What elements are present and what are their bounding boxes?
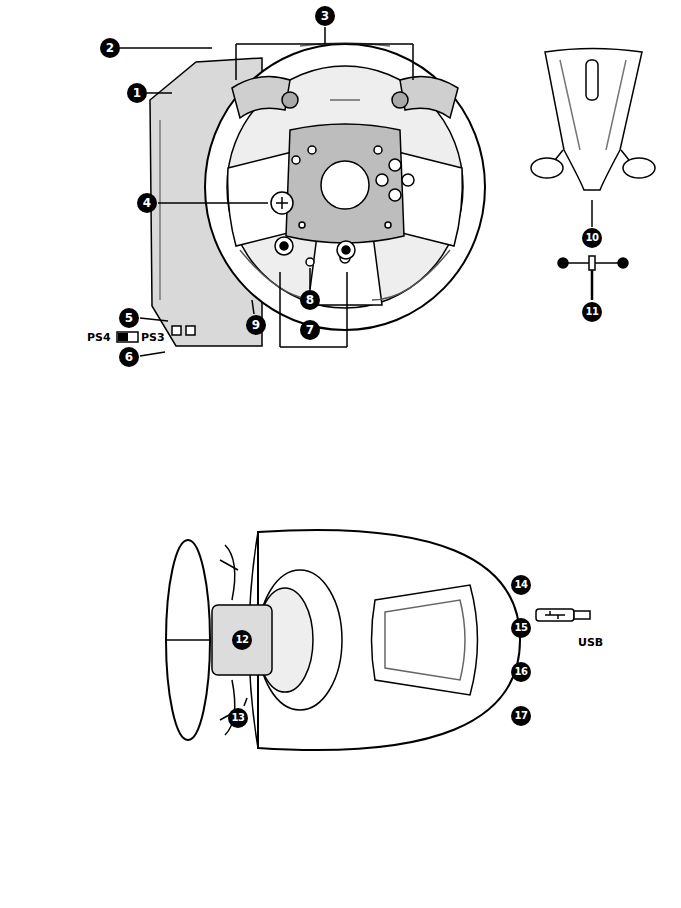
- port-label: PS3: [140, 331, 166, 344]
- port-label: PS4: [86, 331, 112, 344]
- callout-number: 6: [119, 347, 139, 367]
- callout-number: 1: [127, 83, 147, 103]
- callout-number: 13: [228, 708, 248, 728]
- callout-number: 12: [232, 630, 252, 650]
- callout-number: 9: [246, 315, 266, 335]
- callout-number: 17: [511, 706, 531, 726]
- callout-number: 2: [100, 38, 120, 58]
- callout-number: 14: [511, 575, 531, 595]
- callout-number: 3: [315, 6, 335, 26]
- port-label: USB: [577, 636, 604, 649]
- callout-number: 7: [300, 320, 320, 340]
- callout-number: 8: [300, 290, 320, 310]
- callout-number: 11: [582, 302, 602, 322]
- callout-number: 5: [119, 308, 139, 328]
- callout-number: 4: [137, 193, 157, 213]
- callout-number: 10: [582, 228, 602, 248]
- callout-number: 15: [511, 618, 531, 638]
- callout-number: 16: [511, 662, 531, 682]
